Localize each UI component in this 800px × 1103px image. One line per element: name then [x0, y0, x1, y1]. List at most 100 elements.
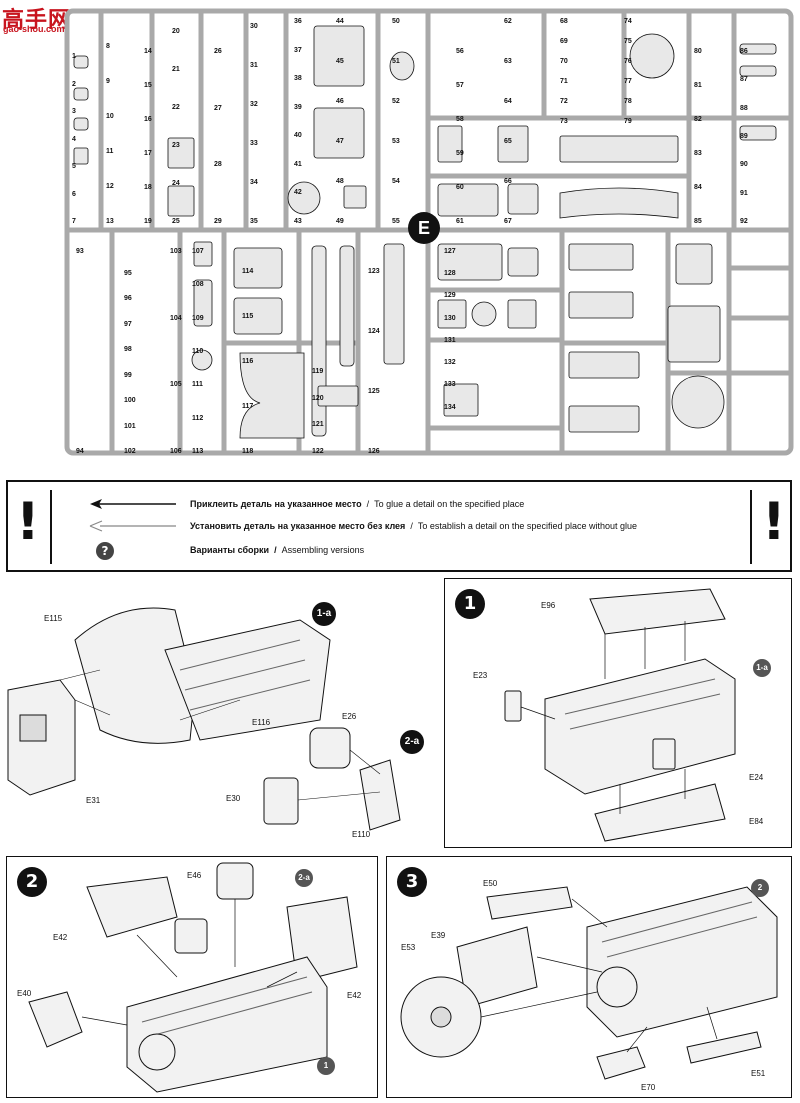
- step-3-drawing: [400, 886, 778, 1080]
- sprue-part-label: 129: [444, 292, 456, 300]
- sprue-part-label: 86: [740, 48, 748, 55]
- legend-noglue-sep: /: [410, 521, 413, 531]
- sprue-part-label: 101: [124, 422, 136, 430]
- legend-glue-sep: /: [366, 499, 370, 509]
- sprue-part-label: 118: [242, 448, 254, 455]
- sprue-part-label: 40: [294, 132, 302, 140]
- sprue-part-label: 18: [144, 184, 152, 191]
- sprue-part-label: 105: [170, 381, 182, 389]
- sprue-part-label: 74: [624, 18, 632, 25]
- sprue-part-label: 76: [624, 58, 632, 65]
- sprue-part-label: 15: [144, 82, 152, 89]
- step-1-drawing: [504, 588, 736, 842]
- sprue-part-label: 20: [172, 28, 180, 35]
- label-e110: E110: [352, 830, 371, 839]
- sprue-part-label: 111: [192, 381, 203, 389]
- sprue-part-label: 59: [456, 150, 464, 157]
- sprue-part-label: 117: [242, 403, 254, 410]
- sprue-part-label: 87: [740, 76, 748, 84]
- sprue-part-label: 128: [444, 270, 456, 278]
- sprue-part-label: 102: [124, 448, 136, 455]
- sprue-part-label: 57: [456, 82, 464, 89]
- sprue-part-label: 12: [106, 183, 114, 190]
- sprue-part-label: 103: [170, 248, 182, 255]
- sprue-part-label: 64: [504, 98, 512, 105]
- sprue-part-label: 51: [392, 58, 400, 65]
- sprue-frame: E: [64, 8, 794, 456]
- sprue-part-label: 13: [106, 218, 114, 225]
- step-2-ref-bottom-badge: 1: [317, 1057, 335, 1075]
- step-2-badge: 2: [17, 867, 47, 897]
- sprue-part-label: 95: [124, 270, 132, 277]
- step-2-panel: 2 2-a 1 E46 E42 E42 E40: [6, 856, 378, 1098]
- sprue-part-label: 42: [294, 189, 302, 197]
- sprue-part-label: 93: [76, 248, 84, 255]
- sprue-part-label: 28: [214, 161, 222, 169]
- sprue-part-label: 77: [624, 78, 632, 85]
- sprue-part-label: 10: [106, 113, 114, 120]
- legend-noglue-ru: Установить деталь на указанное место без…: [190, 521, 406, 531]
- sprue-part-label: 120: [312, 394, 324, 402]
- sprue-part-label: 104: [170, 314, 182, 322]
- label-e115: E115: [44, 614, 63, 623]
- question-icon: ?: [96, 542, 114, 560]
- label-e26: E26: [342, 712, 357, 721]
- sprue-part-label: 85: [694, 218, 702, 225]
- sprue-letter: E: [418, 218, 430, 238]
- sprue-part-label: 100: [124, 397, 136, 405]
- sprue-part-label: 9: [106, 78, 110, 85]
- sprue-part-label: 31: [250, 62, 258, 69]
- sprue-part-label: 107: [192, 248, 204, 255]
- sprue-part-label: 53: [392, 138, 400, 145]
- sprue-part-label: 32: [250, 101, 258, 108]
- sprue-part-label: 26: [214, 48, 222, 55]
- sprue-part-label: 61: [456, 218, 464, 225]
- sprue-part-label: 123: [368, 268, 380, 275]
- sprue-part-label: 4: [72, 135, 76, 143]
- legend-glue-en: To glue a detail on the specified place: [374, 499, 525, 509]
- sprue-part-label: 6: [72, 190, 76, 198]
- legend-versions-ru: Варианты сборки: [190, 545, 270, 555]
- label-e30: E30: [226, 794, 241, 803]
- label-e46: E46: [187, 871, 202, 880]
- sprue-part-label: 125: [368, 388, 380, 395]
- sprue-part-label: 75: [624, 38, 632, 45]
- sprue-part-label: 89: [740, 133, 748, 140]
- sprue-part-label: 39: [294, 103, 302, 111]
- sprue-part-label: 124: [368, 328, 380, 335]
- sprue-part-label: 73: [560, 118, 568, 125]
- sprue-part-label: 52: [392, 98, 400, 105]
- sprue-part-label: 60: [456, 184, 464, 191]
- sprue-part-label: 33: [250, 140, 258, 147]
- sprue-part-label: 3: [72, 108, 76, 115]
- sprue-part-label: 109: [192, 314, 204, 322]
- sprue-part-label: 2: [72, 80, 76, 88]
- legend-versions-sep: /: [274, 545, 277, 555]
- label-e39: E39: [431, 931, 446, 940]
- sprue-part-label: 78: [624, 98, 632, 105]
- sprue-part-label: 65: [504, 138, 512, 145]
- sprue-part-label: 110: [192, 348, 204, 355]
- sprue-part-label: 48: [336, 178, 344, 185]
- sprue-part-label: 17: [144, 150, 152, 157]
- legend-exclamation-right: !: [762, 492, 786, 552]
- sprue-part-label: 99: [124, 371, 132, 379]
- step-3-badge: 3: [397, 867, 427, 897]
- label-e96: E96: [541, 601, 556, 610]
- sprue-part-label: 38: [294, 75, 302, 83]
- sprue-part-label: 62: [504, 18, 512, 25]
- logo-url: gao-shou.com: [3, 24, 65, 34]
- legend-glue-ru: Приклеить деталь на указанное место: [190, 499, 362, 509]
- sprue-part-label: 126: [368, 448, 380, 455]
- step-3-ref-badge: 2: [751, 879, 769, 897]
- sprue-part-label: 58: [456, 116, 464, 123]
- sprue-part-label: 29: [214, 218, 222, 225]
- sprue-part-label: 69: [560, 38, 568, 45]
- legend-glue-row: Приклеить деталь на указанное место / To…: [190, 499, 524, 509]
- sprue-part-label: 98: [124, 346, 132, 354]
- sprue-part-label: 131: [444, 336, 456, 344]
- sprue-part-label: 72: [560, 98, 568, 105]
- sprue-part-label: 88: [740, 104, 748, 112]
- step-1-panel: 1 1-a E96 E23 E24 E84: [444, 578, 792, 848]
